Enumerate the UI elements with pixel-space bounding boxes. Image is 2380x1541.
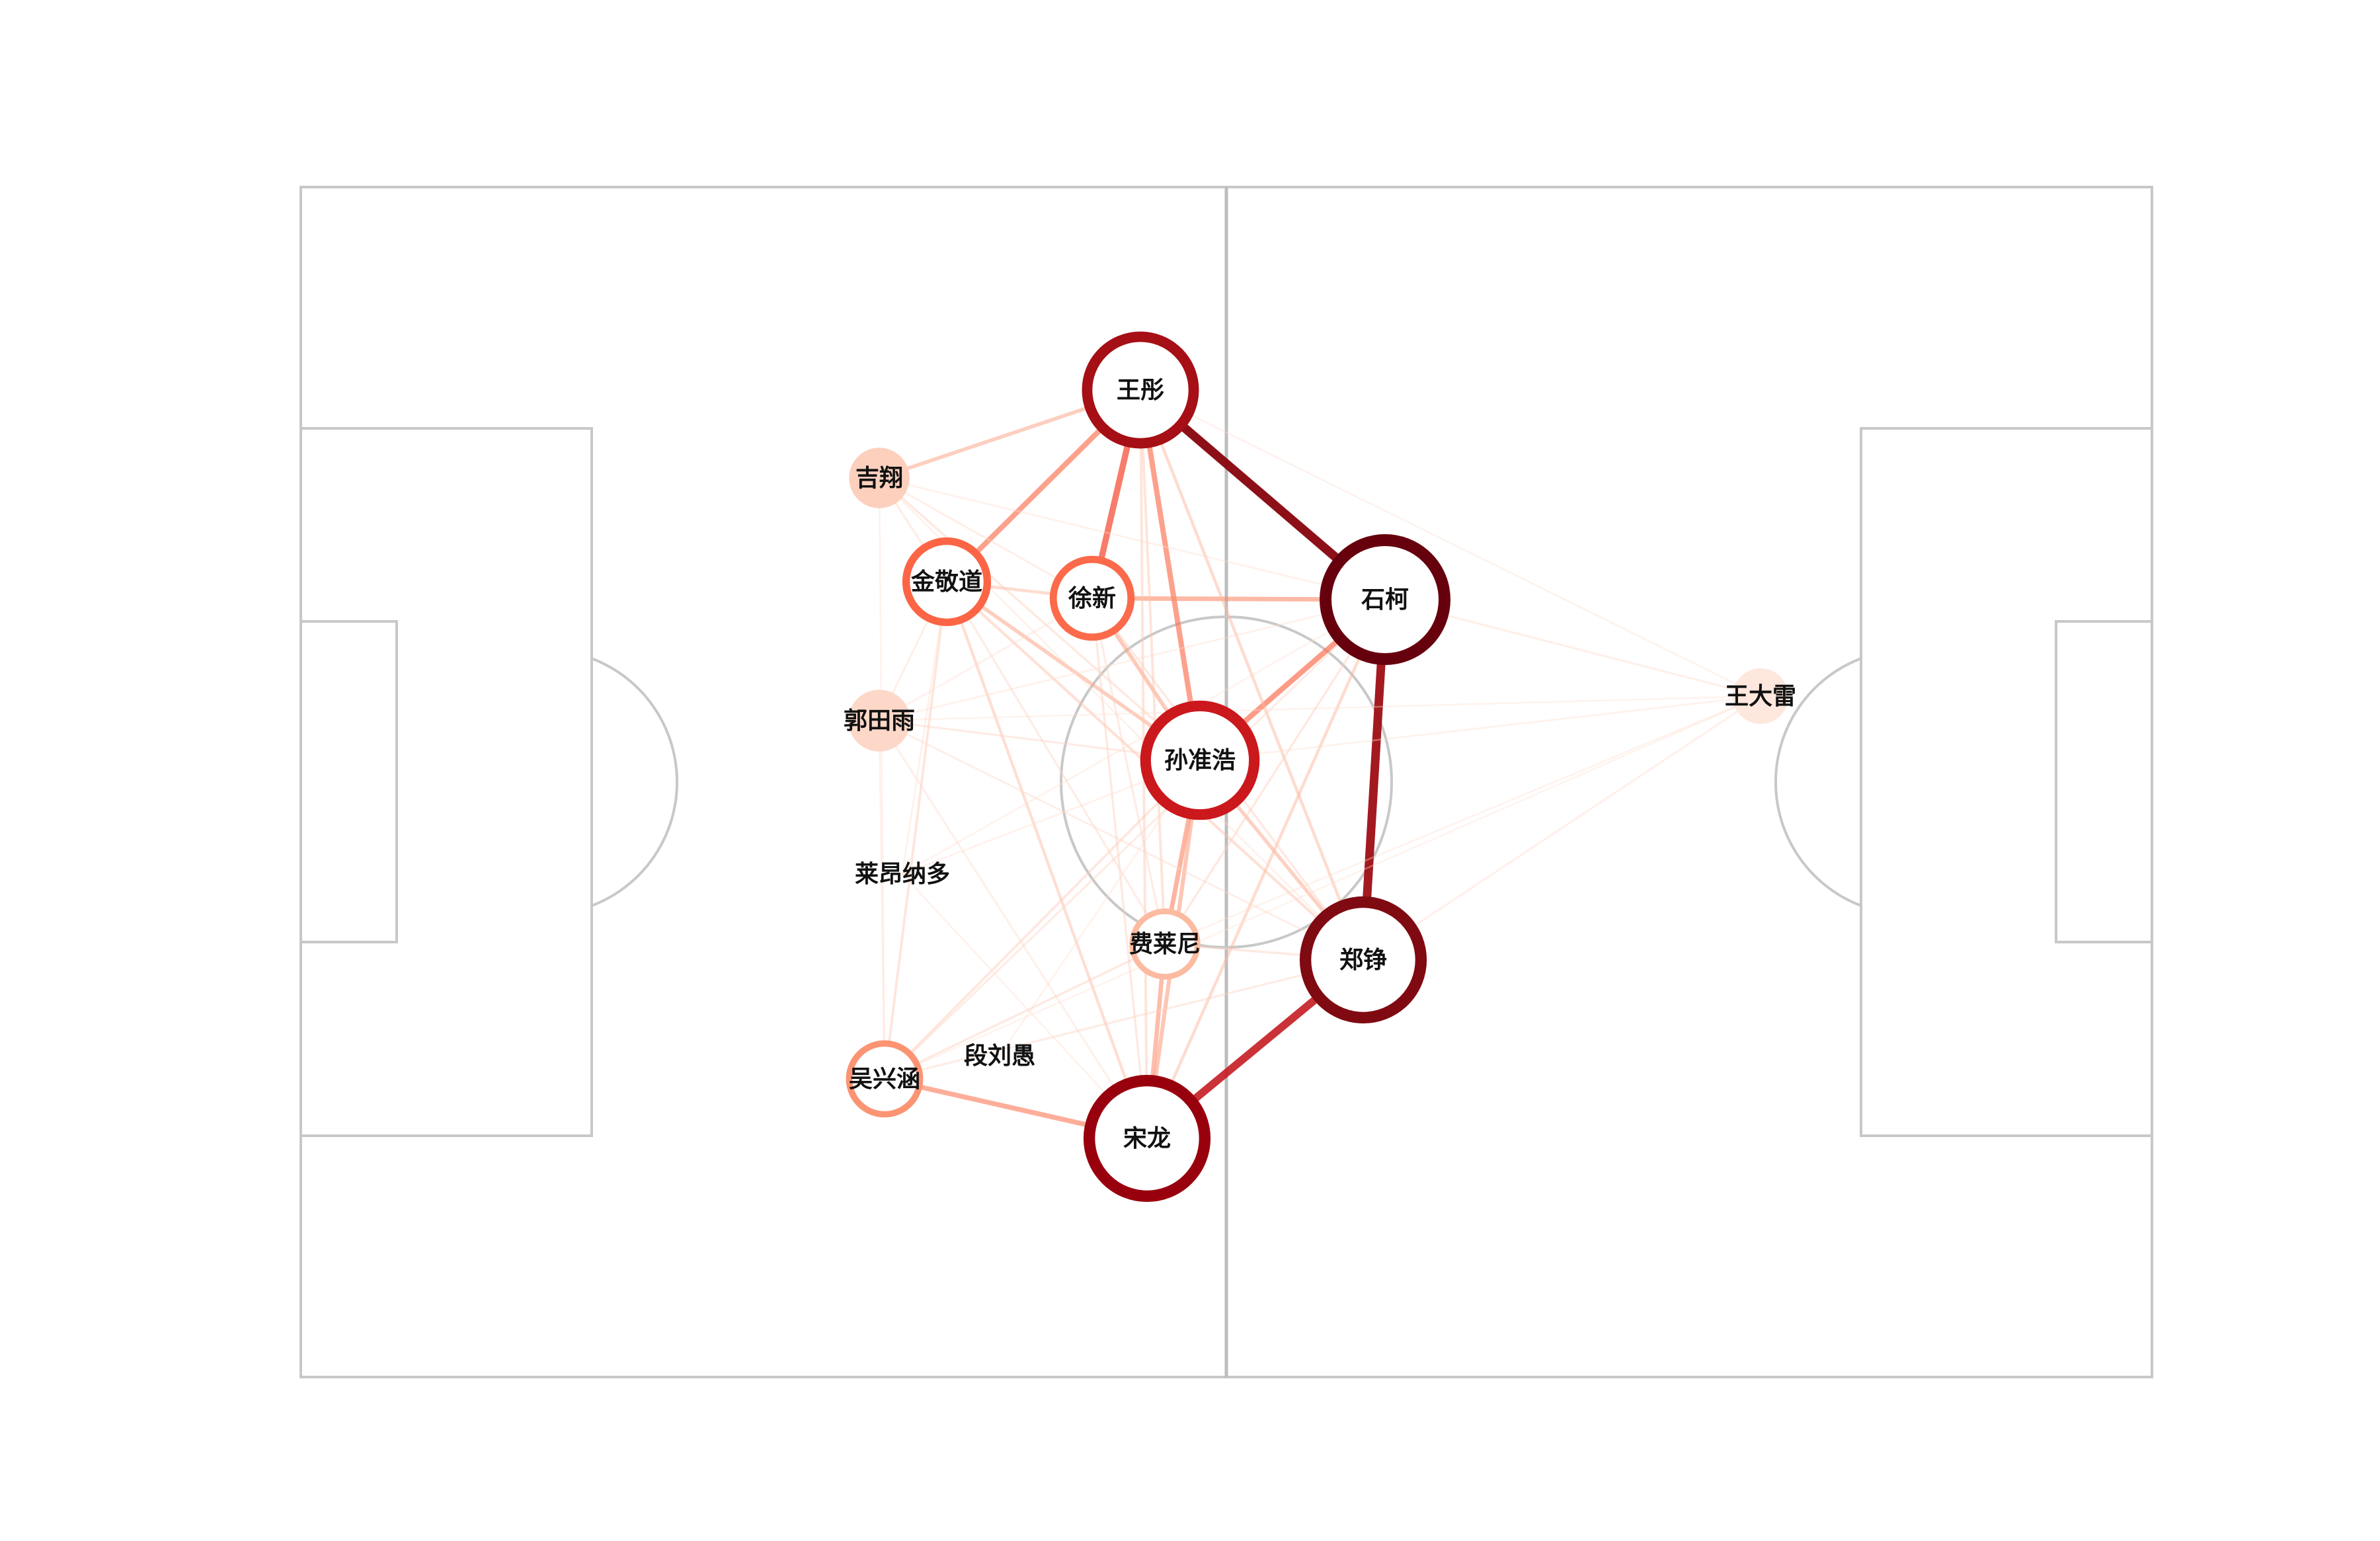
player-marker-xuxin — [1049, 555, 1135, 641]
pass-edge-sunzhunhao-wangdalei — [1199, 695, 1762, 762]
player-marker-wangtong — [1082, 331, 1199, 449]
right-penalty-arc — [1774, 657, 1862, 907]
pass-edges — [877, 385, 1762, 1142]
player-label-jixiang: 吉翔 — [855, 464, 903, 492]
pass-edge-xuxin-songlong — [1091, 597, 1148, 1140]
left-penalty-arc — [591, 657, 679, 907]
pass-edge-jixiang-sunzhunhao — [878, 477, 1201, 762]
player-marker-jixiang — [849, 448, 910, 508]
pass-edge-guotianyu-songlong — [878, 719, 1148, 1140]
player-node-wangtong: 王彤 — [1082, 331, 1199, 449]
player-node-xuxin: 徐新 — [1049, 555, 1135, 641]
left-goal-box — [299, 620, 398, 943]
player-node-jinjingdao: 金敬道 — [902, 537, 992, 627]
pass-edge-guotianyu-wangdalei — [878, 695, 1762, 722]
pass-edge-jixiang-shike — [878, 477, 1386, 601]
player-marker-jinjingdao — [902, 537, 992, 627]
pass-edge-wuxinghan-shike — [883, 598, 1386, 1080]
pass-edge-xuxin-feilaini — [1091, 597, 1166, 945]
player-node-zhengzheng: 郑铮 — [1299, 896, 1427, 1024]
player-node-wuxinghan: 吴兴涵 — [846, 1040, 924, 1118]
player-node-duanliuyu: 段刘愚 — [964, 1042, 1035, 1070]
pass-edge-guotianyu-shike — [878, 598, 1386, 722]
pass-edge-leonardo-jinjingdao — [901, 580, 948, 875]
player-label-jinjingdao: 金敬道 — [910, 568, 982, 596]
player-node-songlong: 宋龙 — [1083, 1074, 1211, 1203]
pass-edge-zhengzheng-wangdalei — [1362, 695, 1762, 961]
right-penalty-box — [1860, 427, 2153, 1137]
pass-edge-jinjingdao-wuxinghan — [883, 580, 948, 1080]
player-label-wangdalei: 王大雷 — [1725, 682, 1796, 710]
left-penalty-box — [299, 427, 593, 1137]
football-pitch — [299, 186, 2153, 1378]
pass-edge-jinjingdao-songlong — [945, 580, 1149, 1140]
player-label-zhengzheng: 郑铮 — [1339, 946, 1387, 974]
right-goal-box — [2055, 620, 2153, 943]
player-node-wangdalei: 王大雷 — [1725, 668, 1796, 725]
pass-edge-shike-songlong — [1145, 598, 1387, 1140]
pass-edge-guotianyu-zhengzheng — [878, 719, 1365, 961]
player-marker-sunzhunhao — [1140, 700, 1260, 820]
player-label-feilaini: 费莱尼 — [1129, 930, 1201, 958]
player-label-wangtong: 王彤 — [1117, 376, 1164, 404]
center-circle — [1060, 615, 1393, 949]
player-marker-feilaini — [1129, 908, 1201, 980]
pass-edge-feilaini-wangdalei — [1164, 695, 1762, 945]
pass-edge-wuxinghan-wangdalei — [883, 695, 1762, 1080]
pass-edge-wangtong-zhengzheng — [1138, 388, 1365, 962]
player-marker-guotianyu — [848, 690, 910, 752]
pass-edge-jinjingdao-feilaini — [945, 580, 1166, 945]
player-label-songlong: 宋龙 — [1123, 1125, 1171, 1152]
pass-edge-wuxinghan-sunzhunhao — [883, 759, 1201, 1080]
pass-edge-leonardo-shike — [901, 598, 1386, 875]
pass-edge-wangtong-feilaini — [1139, 389, 1166, 945]
player-node-guotianyu: 郭田雨 — [844, 690, 915, 752]
player-node-sunzhunhao: 孙准浩 — [1140, 700, 1260, 820]
pass-edge-jixiang-wuxinghan — [878, 477, 886, 1080]
pass-edge-wuxinghan-zhengzheng — [883, 959, 1365, 1080]
player-marker-zhengzheng — [1299, 896, 1427, 1024]
player-node-jixiang: 吉翔 — [849, 448, 910, 508]
player-node-feilaini: 费莱尼 — [1129, 908, 1201, 980]
player-node-leonardo: 莱昂纳多 — [855, 860, 950, 888]
player-node-shike: 石柯 — [1320, 534, 1450, 665]
player-marker-wangdalei — [1732, 668, 1789, 725]
pass-edge-wangtong-sunzhunhao — [1138, 387, 1203, 763]
player-label-wuxinghan: 吴兴涵 — [849, 1065, 920, 1093]
player-label-duanliuyu: 段刘愚 — [964, 1042, 1035, 1070]
player-marker-shike — [1320, 534, 1450, 665]
pass-edge-wangtong-wangdalei — [1139, 389, 1762, 697]
pass-edge-guotianyu-wuxinghan — [878, 719, 886, 1080]
player-label-guotianyu: 郭田雨 — [844, 707, 915, 734]
player-marker-wuxinghan — [846, 1040, 924, 1118]
player-label-xuxin: 徐新 — [1068, 584, 1116, 612]
player-label-shike: 石柯 — [1361, 586, 1409, 613]
pass-edge-feilaini-shike — [1164, 598, 1386, 945]
pass-edge-wuxinghan-feilaini — [883, 943, 1166, 1080]
player-label-leonardo: 莱昂纳多 — [855, 860, 950, 888]
player-marker-songlong — [1083, 1074, 1211, 1203]
player-label-sunzhunhao: 孙准浩 — [1164, 746, 1236, 774]
